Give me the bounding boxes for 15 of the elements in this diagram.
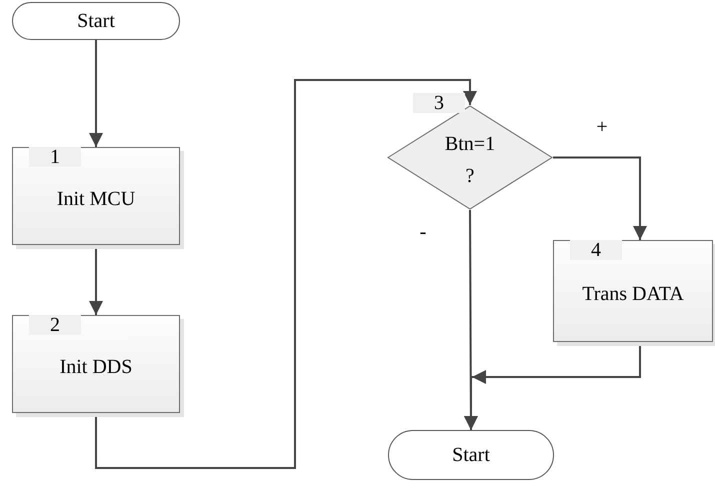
node-label: Init DDS: [60, 354, 132, 380]
step-number: 2: [29, 315, 81, 335]
terminal-shape: [12, 2, 180, 40]
step-number: 4: [570, 240, 622, 260]
step-number: 3: [413, 93, 465, 113]
node-label: Start: [452, 442, 490, 468]
arrow: [553, 156, 647, 240]
terminal-shape: [388, 430, 554, 480]
node-label: Init MCU: [56, 186, 136, 212]
arrow: [95, 79, 477, 469]
arrow: [89, 40, 103, 147]
node-label: Trans DATA: [582, 282, 684, 306]
node-label: Btn=1 ?: [444, 132, 496, 188]
step-number: 1: [29, 147, 81, 167]
node-label: Start: [77, 8, 115, 34]
